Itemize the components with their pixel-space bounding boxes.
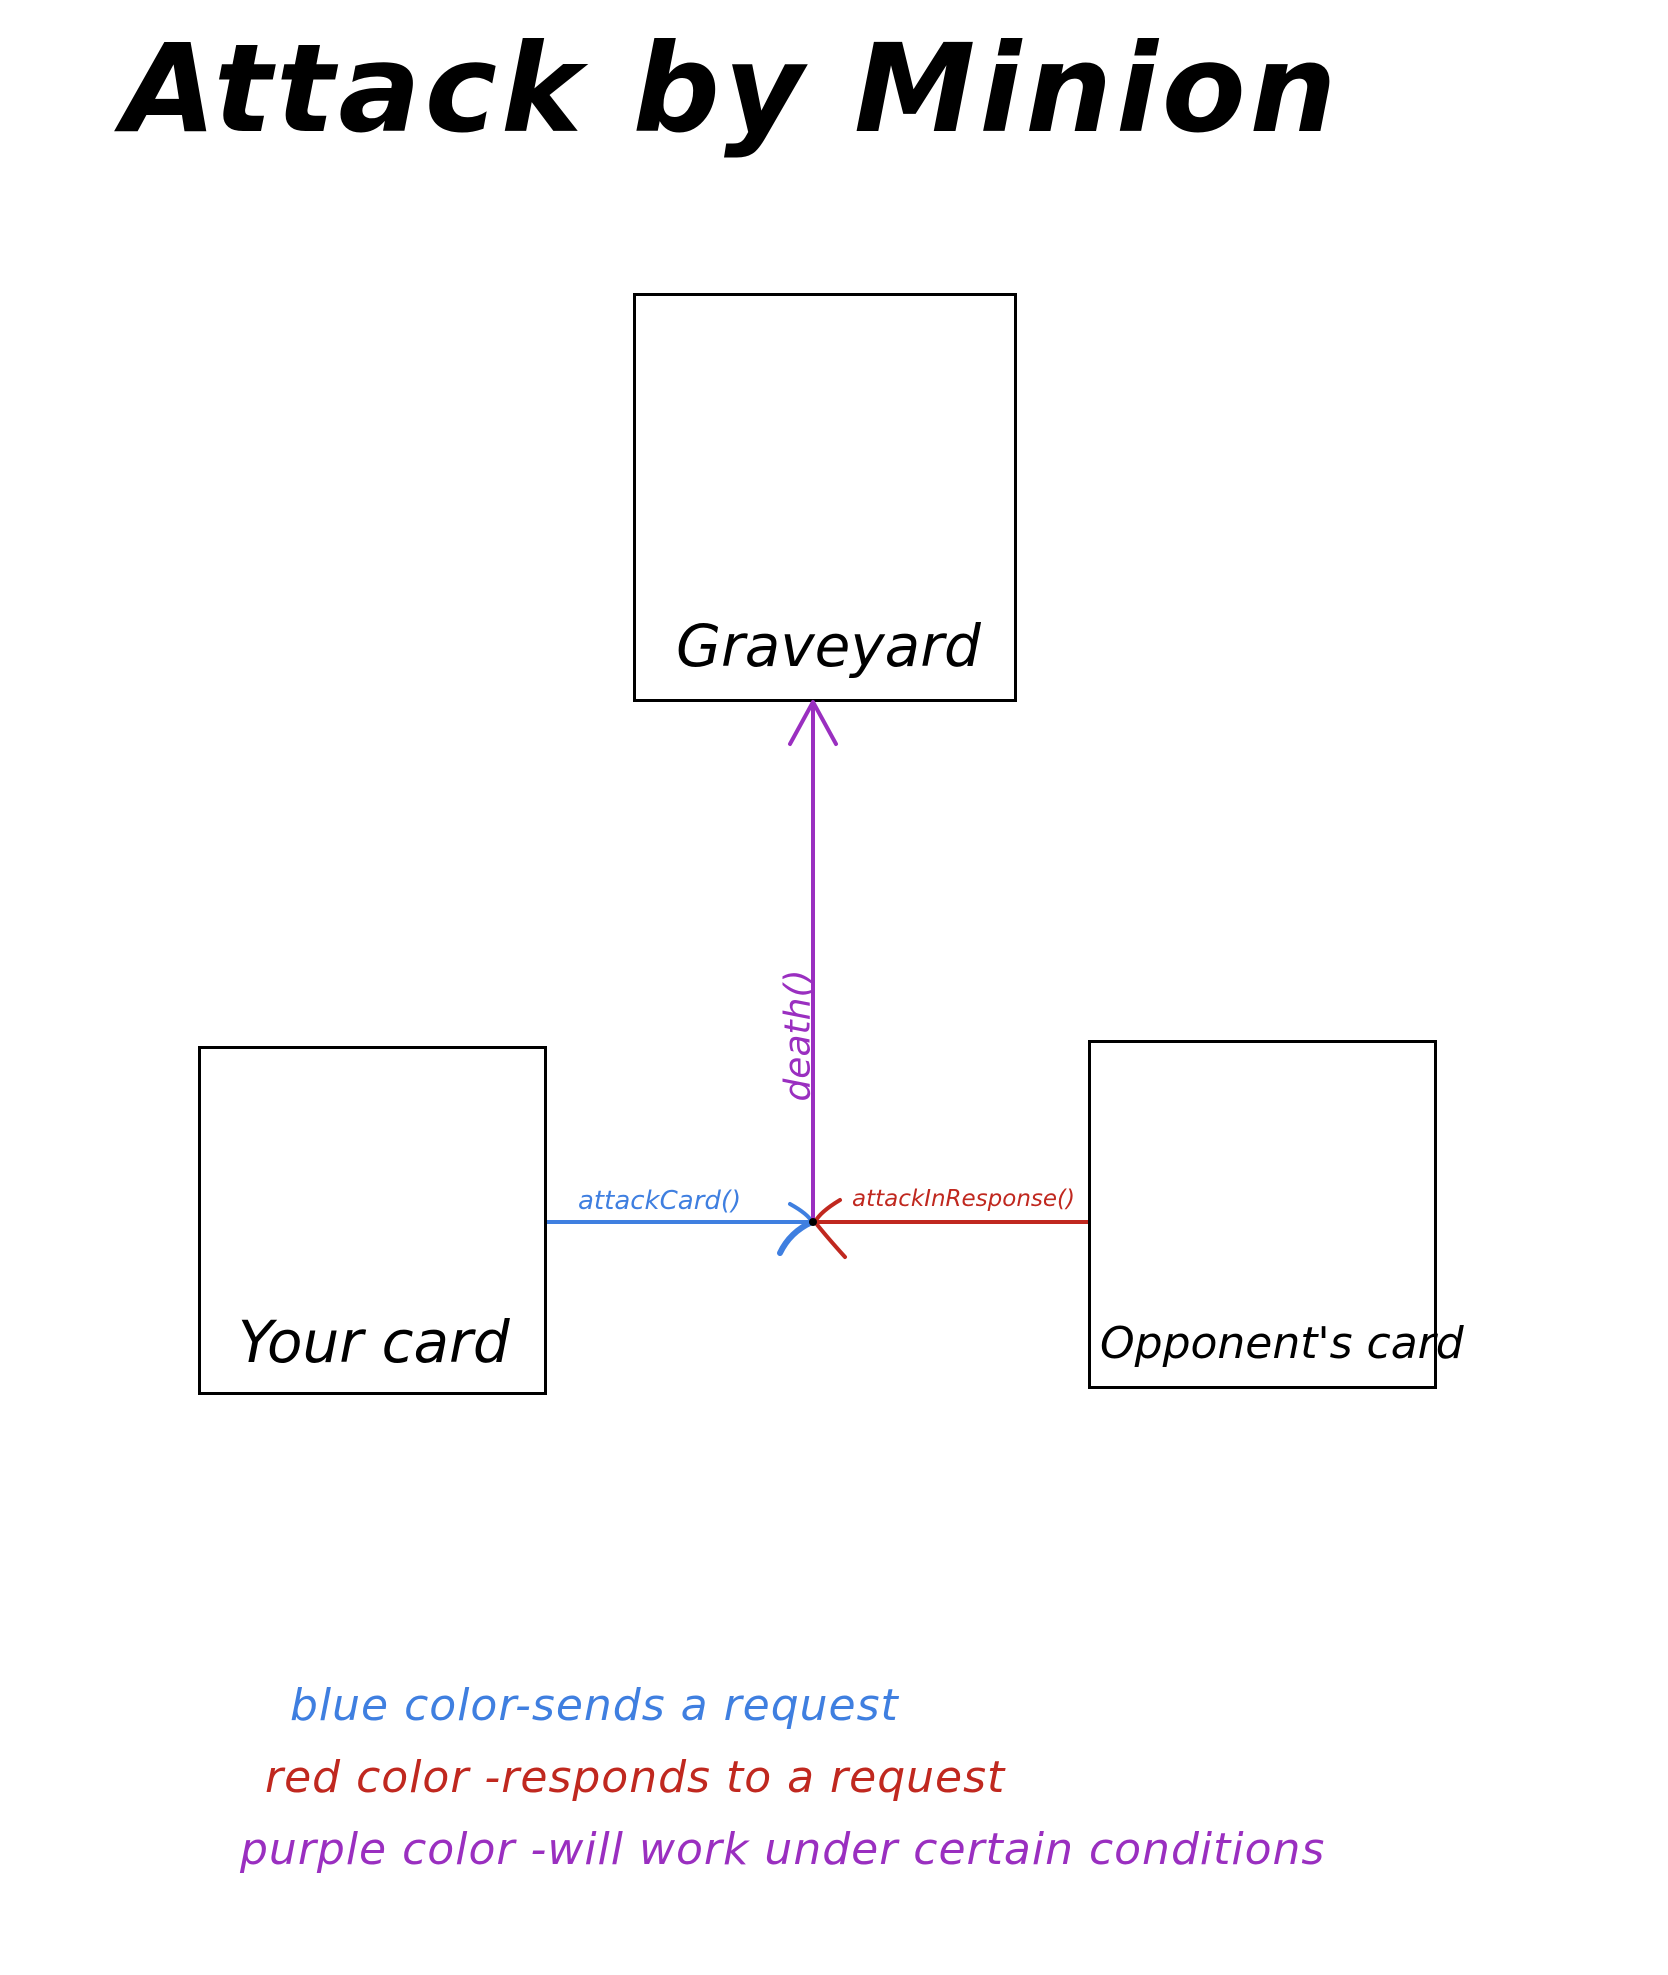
graveyard-label: Graveyard — [676, 612, 981, 680]
legend-blue: blue color-sends a request — [290, 1680, 899, 1731]
page-title: Attack by Minion — [122, 18, 1341, 160]
your-card-box — [198, 1046, 547, 1395]
your-card-label: Your card — [238, 1308, 510, 1376]
attack-label: attackCard() — [578, 1186, 742, 1216]
death-label: death() — [777, 969, 819, 1102]
graveyard-box — [633, 293, 1017, 702]
opponent-card-box — [1088, 1040, 1437, 1389]
junction-dot — [809, 1218, 817, 1226]
legend-purple: purple color -will work under certain co… — [240, 1824, 1326, 1875]
response-label: attackInResponse() — [852, 1186, 1075, 1212]
legend-red: red color -responds to a request — [265, 1752, 1006, 1803]
opponent-card-label: Opponent's card — [1100, 1318, 1464, 1369]
death-arrow — [788, 700, 838, 1222]
